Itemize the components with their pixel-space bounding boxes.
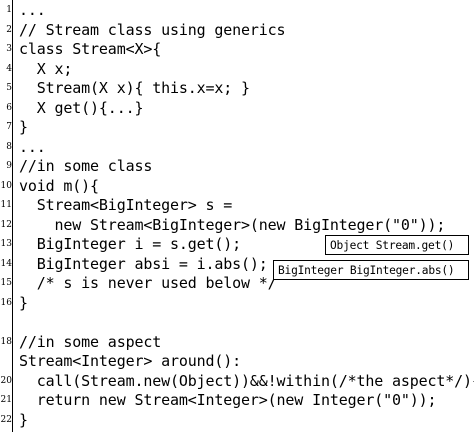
code-line: 22}: [0, 407, 474, 432]
line-rule: [12, 37, 13, 61]
code-line: 1...: [0, 0, 474, 22]
code-text: ...: [19, 137, 46, 156]
line-rule: [12, 56, 13, 81]
code-text: }: [19, 410, 28, 429]
line-rule: [12, 329, 13, 354]
code-line: 16}: [0, 290, 474, 315]
line-number: 12: [0, 219, 12, 230]
line-rule: [12, 115, 13, 139]
line-rule: [12, 251, 13, 276]
code-line: 5 Stream(X x){ this.x=x; }: [0, 76, 474, 100]
code-line: 14 BigInteger absi = i.abs();: [0, 251, 474, 276]
line-number: 13: [0, 239, 12, 249]
line-number: 8: [6, 141, 12, 152]
code-text: Stream<Integer> around():: [19, 352, 242, 370]
code-line: 10 void m(){: [0, 173, 474, 198]
code-text: Stream<BigInteger> s =: [19, 196, 233, 214]
line-number: 11: [0, 200, 12, 210]
code-text: new Stream<BigInteger>(new BigInteger("0…: [19, 215, 446, 234]
line-number: 21: [0, 395, 12, 405]
annotation-box-get-signature: Object Stream.get(): [325, 235, 469, 255]
line-rule: [12, 17, 13, 42]
code-text: X get(){...}: [19, 98, 144, 117]
line-number: 16: [0, 297, 12, 308]
code-line: 7}: [0, 115, 474, 139]
line-rule: [12, 154, 13, 178]
line-number: 18: [0, 336, 12, 347]
line-rule: [12, 368, 13, 393]
line-number: 15: [0, 278, 12, 288]
code-text: return new Stream<Integer>(new Integer("…: [19, 391, 437, 409]
line-number: 5: [6, 83, 12, 93]
line-number: 3: [6, 44, 12, 54]
line-rule: [12, 134, 13, 159]
code-text: /* s is never used below */: [19, 274, 277, 292]
line-number: 9: [6, 161, 12, 171]
line-rule: [12, 388, 13, 412]
line-rule: [12, 212, 13, 237]
code-line: 21 return new Stream<Integer>(new Intege…: [0, 388, 474, 412]
line-rule: [12, 407, 13, 432]
line-rule: [12, 349, 13, 373]
line-number: 1: [6, 5, 12, 15]
code-text: }: [19, 293, 28, 312]
code-text: X x;: [19, 59, 73, 78]
code-line: 18 //in some aspect: [0, 329, 474, 354]
code-text: BigInteger i = s.get();: [19, 235, 242, 253]
line-rule: [12, 271, 13, 295]
line-number: 14: [0, 258, 12, 269]
code-line: 6 X get(){...}: [0, 95, 474, 120]
line-rule: [12, 193, 13, 217]
line-number: 20: [0, 375, 12, 386]
code-text: class Stream<X>{: [19, 40, 162, 58]
code-text: Stream(X x){ this.x=x; }: [19, 79, 250, 97]
line-number: 7: [6, 122, 12, 132]
code-line: [0, 310, 474, 334]
line-number: 6: [6, 102, 12, 113]
line-rule: [12, 173, 13, 198]
line-rule: [12, 0, 13, 22]
code-line: 8...: [0, 134, 474, 159]
line-rule: [12, 310, 13, 334]
code-line: 4 X x;: [0, 56, 474, 81]
code-line: 9 //in some class: [0, 154, 474, 178]
line-number: 2: [6, 24, 12, 35]
line-rule: [12, 232, 13, 256]
code-text: call(Stream.new(Object))&&!within(/*the …: [19, 371, 474, 390]
code-text: ...: [19, 1, 46, 19]
code-line: 3 class Stream<X>{: [0, 37, 474, 61]
annotation-box-abs-signature: BigInteger BigInteger.abs(): [273, 260, 469, 280]
code-line: 13 BigInteger i = s.get();: [0, 232, 474, 256]
code-text: // Stream class using generics: [19, 20, 286, 39]
code-line: 2 // Stream class using generics: [0, 17, 474, 42]
code-text: BigInteger absi = i.abs();: [19, 254, 268, 273]
code-line: 20 call(Stream.new(Object))&&!within(/*t…: [0, 368, 474, 393]
code-text: void m(){: [19, 176, 99, 195]
line-rule: [12, 76, 13, 100]
code-text: //in some class: [19, 157, 153, 175]
line-number: 4: [6, 63, 12, 74]
line-rule: [12, 95, 13, 120]
line-number: 22: [0, 414, 12, 425]
line-rule: [12, 290, 13, 315]
code-text: }: [19, 118, 28, 136]
code-line: 11 Stream<BigInteger> s =: [0, 193, 474, 217]
code-text: //in some aspect: [19, 332, 162, 351]
code-line: Stream<Integer> around():: [0, 349, 474, 373]
line-number: 10: [0, 180, 12, 191]
code-line: 12 new Stream<BigInteger>(new BigInteger…: [0, 212, 474, 237]
code-line: 15 /* s is never used below */: [0, 271, 474, 295]
